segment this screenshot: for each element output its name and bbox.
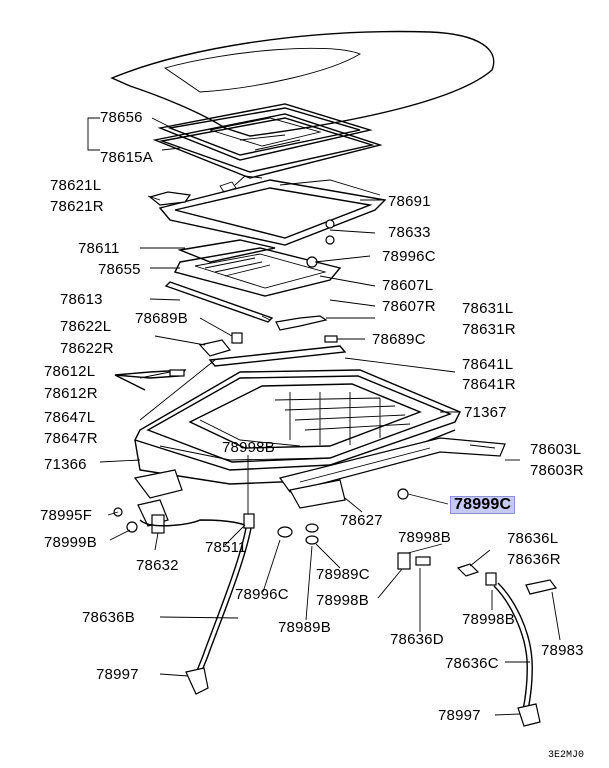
label-78998B-lower-right: 78998B xyxy=(462,611,515,628)
bracket-78622 xyxy=(198,339,232,357)
label-78647R: 78647R xyxy=(44,430,98,447)
clip-78999C xyxy=(397,488,409,500)
label-78989C: 78989C xyxy=(316,566,370,583)
grommets xyxy=(277,523,319,545)
drive-motor xyxy=(113,469,246,534)
bracket-78621 xyxy=(148,181,237,206)
diagram-code: 3E2MJ0 xyxy=(548,750,585,761)
label-78621L: 78621L xyxy=(50,177,102,194)
label-78603L: 78603L xyxy=(530,441,582,458)
label-78631R: 78631R xyxy=(462,321,516,338)
link-78631 xyxy=(275,315,328,331)
label-78615A: 78615A xyxy=(100,149,153,166)
label-78691: 78691 xyxy=(388,193,431,210)
label-78998B-top: 78998B xyxy=(222,439,275,456)
label-78641L: 78641L xyxy=(462,356,514,373)
label-78996C-top: 78996C xyxy=(382,248,436,265)
label-78633: 78633 xyxy=(388,224,431,241)
label-78996C-bottom: 78996C xyxy=(235,586,289,603)
roof-panel xyxy=(110,30,495,137)
label-78611: 78611 xyxy=(78,240,120,257)
label-78603R: 78603R xyxy=(530,462,584,479)
label-78636R: 78636R xyxy=(507,551,561,568)
rear-bracket-78627 xyxy=(289,479,346,509)
label-71366: 71366 xyxy=(44,456,87,473)
sunshade-panel xyxy=(173,239,342,297)
leader-lines xyxy=(87,117,561,716)
drain-parts-right xyxy=(397,552,558,595)
label-78607L: 78607L xyxy=(382,277,434,294)
glass-panel xyxy=(157,103,373,161)
label-78636C: 78636C xyxy=(445,655,499,672)
label-78689B: 78689B xyxy=(135,310,188,327)
label-78632: 78632 xyxy=(136,557,179,574)
label-78612L: 78612L xyxy=(44,363,96,380)
label-78999C-highlighted[interactable]: 78999C xyxy=(450,496,516,514)
clip-78998B-left xyxy=(243,513,255,529)
label-78999B: 78999B xyxy=(44,534,97,551)
label-78622L: 78622L xyxy=(60,318,112,335)
label-78655: 78655 xyxy=(98,261,141,278)
guide-rail-78613 xyxy=(164,281,274,323)
label-78641R: 78641R xyxy=(462,376,516,393)
label-71367: 71367 xyxy=(464,404,507,421)
clip-78689C xyxy=(324,335,338,343)
label-78997-left: 78997 xyxy=(96,666,139,683)
drain-hose-78636B xyxy=(185,527,252,695)
label-78983: 78983 xyxy=(541,642,584,659)
label-78689C: 78689C xyxy=(372,331,426,348)
label-78631L: 78631L xyxy=(462,300,514,317)
drain-hose-78636C xyxy=(493,582,541,727)
sunshade-frame xyxy=(158,179,387,246)
label-78511: 78511 xyxy=(205,539,247,556)
label-78647L: 78647L xyxy=(44,409,96,426)
clip-78689B xyxy=(231,332,243,344)
label-78656: 78656 xyxy=(100,109,143,126)
weatherstrip-frame xyxy=(152,113,383,186)
label-78636L: 78636L xyxy=(507,530,559,547)
label-78636B: 78636B xyxy=(82,609,135,626)
label-78612R: 78612R xyxy=(44,385,98,402)
label-78622R: 78622R xyxy=(60,340,114,357)
label-78997-right: 78997 xyxy=(438,707,481,724)
label-78607R: 78607R xyxy=(382,298,436,315)
label-78627: 78627 xyxy=(340,512,383,529)
side-rail-78603 xyxy=(278,437,506,493)
sunroof-housing xyxy=(134,369,461,485)
label-78989B: 78989B xyxy=(278,619,331,636)
label-78613: 78613 xyxy=(60,291,103,308)
label-78621R: 78621R xyxy=(50,198,104,215)
label-78995F: 78995F xyxy=(40,507,93,524)
label-78998B-center: 78998B xyxy=(316,592,369,609)
label-78636D: 78636D xyxy=(390,631,444,648)
label-78998B-right: 78998B xyxy=(398,529,451,546)
